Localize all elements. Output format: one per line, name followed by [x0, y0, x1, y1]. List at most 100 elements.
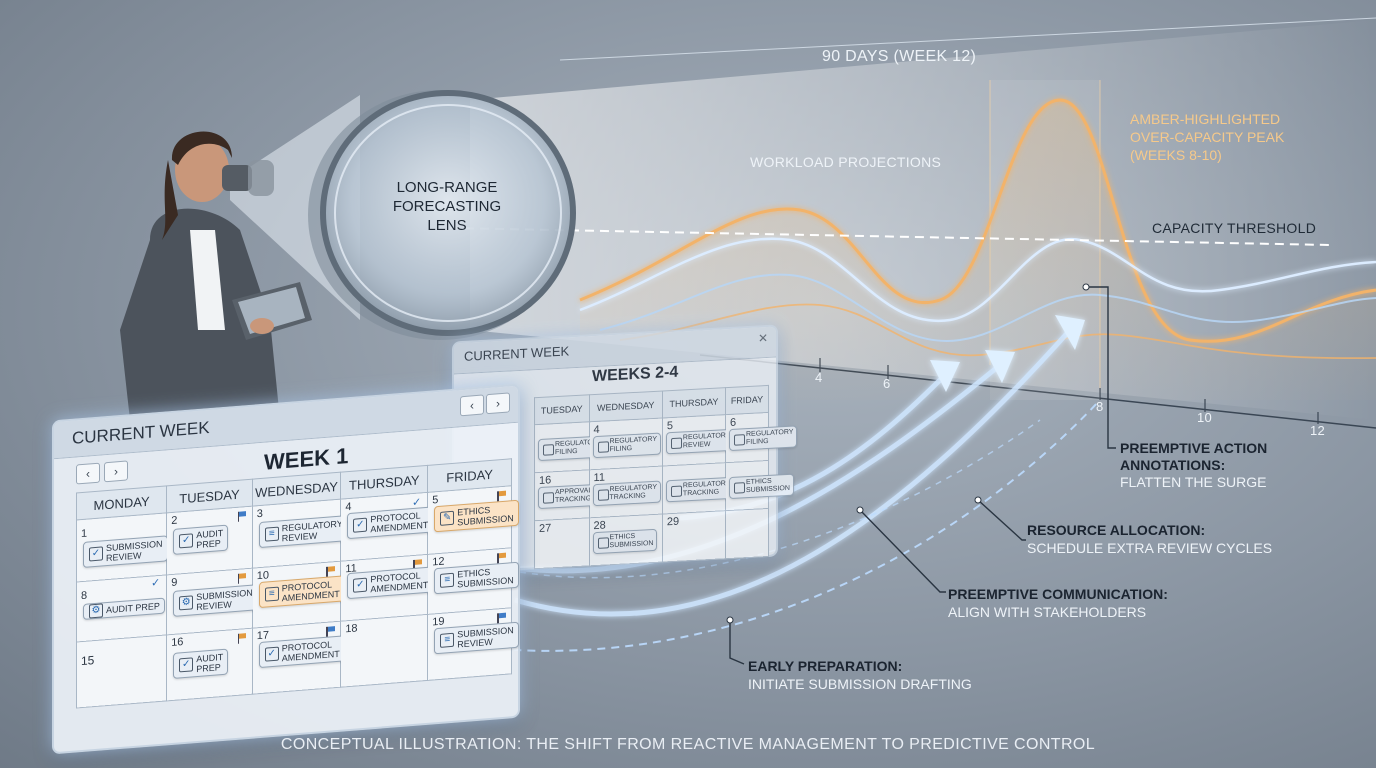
task-chip[interactable]: ✓PROTOCOL AMENDMENT [258, 635, 345, 669]
checkbox-icon: ✓ [353, 517, 368, 533]
calendar-cell[interactable]: REGULATORY TRACKING [662, 462, 735, 515]
amber-peak-wave [579, 98, 1376, 343]
task-chip[interactable]: ≡ETHICS SUBMISSION [434, 561, 519, 595]
task-label: APPROVAL TRACKING [555, 487, 593, 505]
next-week-button[interactable]: › [104, 460, 128, 483]
tick-12: 12 [1310, 423, 1326, 438]
task-chip[interactable]: REGULATORY TRACKING [665, 476, 735, 503]
task-label: ETHICS SUBMISSION [457, 566, 514, 590]
day-number: 8 [81, 589, 88, 603]
annotation-resource-allocation: RESOURCE ALLOCATION: SCHEDULE EXTRA REVI… [1027, 521, 1272, 557]
day-number: 5 [432, 494, 439, 507]
task-icon [733, 434, 745, 446]
task-chip[interactable]: ≡REGULATORY REVIEW [258, 515, 348, 549]
annotation-title: EARLY PREPARATION: [748, 658, 903, 674]
tick-10: 10 [1197, 410, 1213, 425]
task-chip[interactable]: ✓PROTOCOL AMENDMENT [347, 506, 434, 540]
task-label: REGULATORY TRACKING [609, 483, 657, 502]
task-chip[interactable]: ⚙AUDIT PREP [83, 597, 165, 620]
day-number: 4 [593, 423, 600, 437]
checkbox-icon: ✓ [179, 533, 194, 549]
peak-label-line-2: OVER-CAPACITY PEAK [1130, 129, 1285, 145]
annotation-title: RESOURCE ALLOCATION: [1027, 522, 1206, 538]
task-label: AUDIT PREP [106, 600, 160, 616]
calendar-cell[interactable] [725, 508, 769, 559]
task-label: PROTOCOL AMENDMENT [281, 579, 340, 604]
calendar-cell[interactable]: 8 ✓ ⚙AUDIT PREP [76, 574, 167, 642]
arrow-3 [514, 328, 1072, 617]
caption: CONCEPTUAL ILLUSTRATION: THE SHIFT FROM … [280, 736, 1096, 753]
task-label: SUBMISSION REVIEW [196, 587, 253, 613]
task-label: ETHICS SUBMISSION [609, 532, 654, 550]
calendar-cell[interactable]: 11✓PROTOCOL AMENDMENT [340, 554, 434, 622]
task-label: PROTOCOL AMENDMENT [370, 510, 429, 535]
task-icon [733, 482, 745, 494]
document-icon: ≡ [264, 586, 279, 602]
calendar-cell[interactable]: ETHICS SUBMISSION [725, 460, 794, 511]
task-label: ETHICS SUBMISSION [457, 504, 514, 528]
flag-icon [238, 511, 246, 522]
calendar-cell[interactable]: 2✓AUDIT PREP [166, 506, 253, 575]
calendar-cell[interactable]: 12≡ETHICS SUBMISSION [427, 547, 519, 615]
task-label: AUDIT PREP [196, 527, 224, 551]
task-chip[interactable]: ✎ETHICS SUBMISSION [434, 499, 519, 533]
flag-icon [238, 633, 246, 644]
task-chip[interactable]: ⚙SUBMISSION REVIEW [173, 584, 258, 617]
calendar-cell[interactable]: 1✓SUBMISSION REVIEW [76, 512, 168, 582]
task-label: REGULATORY FILING [745, 428, 794, 447]
task-chip[interactable]: ETHICS SUBMISSION [592, 528, 658, 555]
calendar-cell[interactable]: 18 [340, 614, 428, 688]
task-chip[interactable]: ETHICS SUBMISSION [728, 473, 794, 500]
task-chip[interactable]: REGULATORY FILING [592, 432, 661, 459]
annotation-text: SCHEDULE EXTRA REVIEW CYCLES [1027, 540, 1273, 556]
prev-week-button-top[interactable]: ‹ [460, 394, 484, 417]
back-calendar-close-button[interactable]: ✕ [757, 330, 768, 346]
forecasting-lens [308, 90, 576, 340]
calendar-cell[interactable]: 27 [534, 517, 590, 569]
annotation-text: INITIATE SUBMISSION DRAFTING [748, 676, 972, 692]
calendar-cell[interactable]: 16✓AUDIT PREP [166, 628, 253, 701]
task-label: REGULATORY REVIEW [682, 431, 731, 450]
document-icon: ⚙ [89, 603, 103, 619]
calendar-cell[interactable]: 17✓PROTOCOL AMENDMENT [252, 621, 345, 695]
analyst-figure [120, 131, 312, 420]
task-chip[interactable]: REGULATORY FILING [728, 425, 798, 452]
calendar-cell[interactable]: 10≡PROTOCOL AMENDMENT [252, 561, 345, 629]
check-icon: ✓ [150, 576, 161, 590]
task-chip[interactable]: REGULATORY REVIEW [665, 428, 735, 455]
annotation-title: PREEMPTIVE COMMUNICATION: [948, 586, 1168, 602]
tick-6: 6 [883, 376, 891, 391]
workload-wave-1 [579, 237, 1376, 323]
task-chip[interactable]: ✓PROTOCOL AMENDMENT [347, 566, 434, 600]
prev-week-button[interactable]: ‹ [76, 462, 100, 485]
back-calendar-grid: TUESDAY WEDNESDAY THURSDAY FRIDAY REGULA… [534, 385, 798, 569]
task-chip[interactable]: ✓AUDIT PREP [173, 524, 229, 555]
tick-4: 4 [815, 370, 823, 385]
calendar-cell[interactable]: 5✎ETHICS SUBMISSION [427, 485, 519, 555]
calendar-cell[interactable]: 4✓✓PROTOCOL AMENDMENT [340, 492, 434, 562]
calendar-cell[interactable]: 3≡REGULATORY REVIEW [252, 499, 348, 569]
task-chip[interactable]: ✓SUBMISSION REVIEW [83, 535, 168, 568]
calendar-cell[interactable]: 15 [76, 634, 167, 708]
task-chip[interactable]: APPROVAL TRACKING [538, 483, 597, 510]
day-header: TUESDAY [534, 394, 590, 425]
task-chip[interactable]: REGULATORY TRACKING [592, 480, 661, 507]
calendar-cell[interactable]: 9⚙SUBMISSION REVIEW [166, 568, 258, 635]
day-number: 16 [539, 474, 552, 487]
next-week-button-top[interactable]: › [486, 392, 510, 415]
calendar-cell[interactable]: REGULATORY FILING [534, 421, 607, 473]
calendar-cell[interactable]: 19≡SUBMISSION REVIEW [427, 607, 519, 681]
task-label: AUDIT PREP [196, 651, 224, 675]
calendar-cell[interactable]: 29 [662, 510, 726, 563]
day-number: 19 [432, 615, 445, 629]
task-chip[interactable]: ✓AUDIT PREP [173, 648, 229, 679]
task-chip[interactable]: ≡SUBMISSION REVIEW [434, 621, 519, 655]
task-chip[interactable]: ≡PROTOCOL AMENDMENT [258, 575, 345, 609]
document-icon: ≡ [264, 526, 279, 542]
